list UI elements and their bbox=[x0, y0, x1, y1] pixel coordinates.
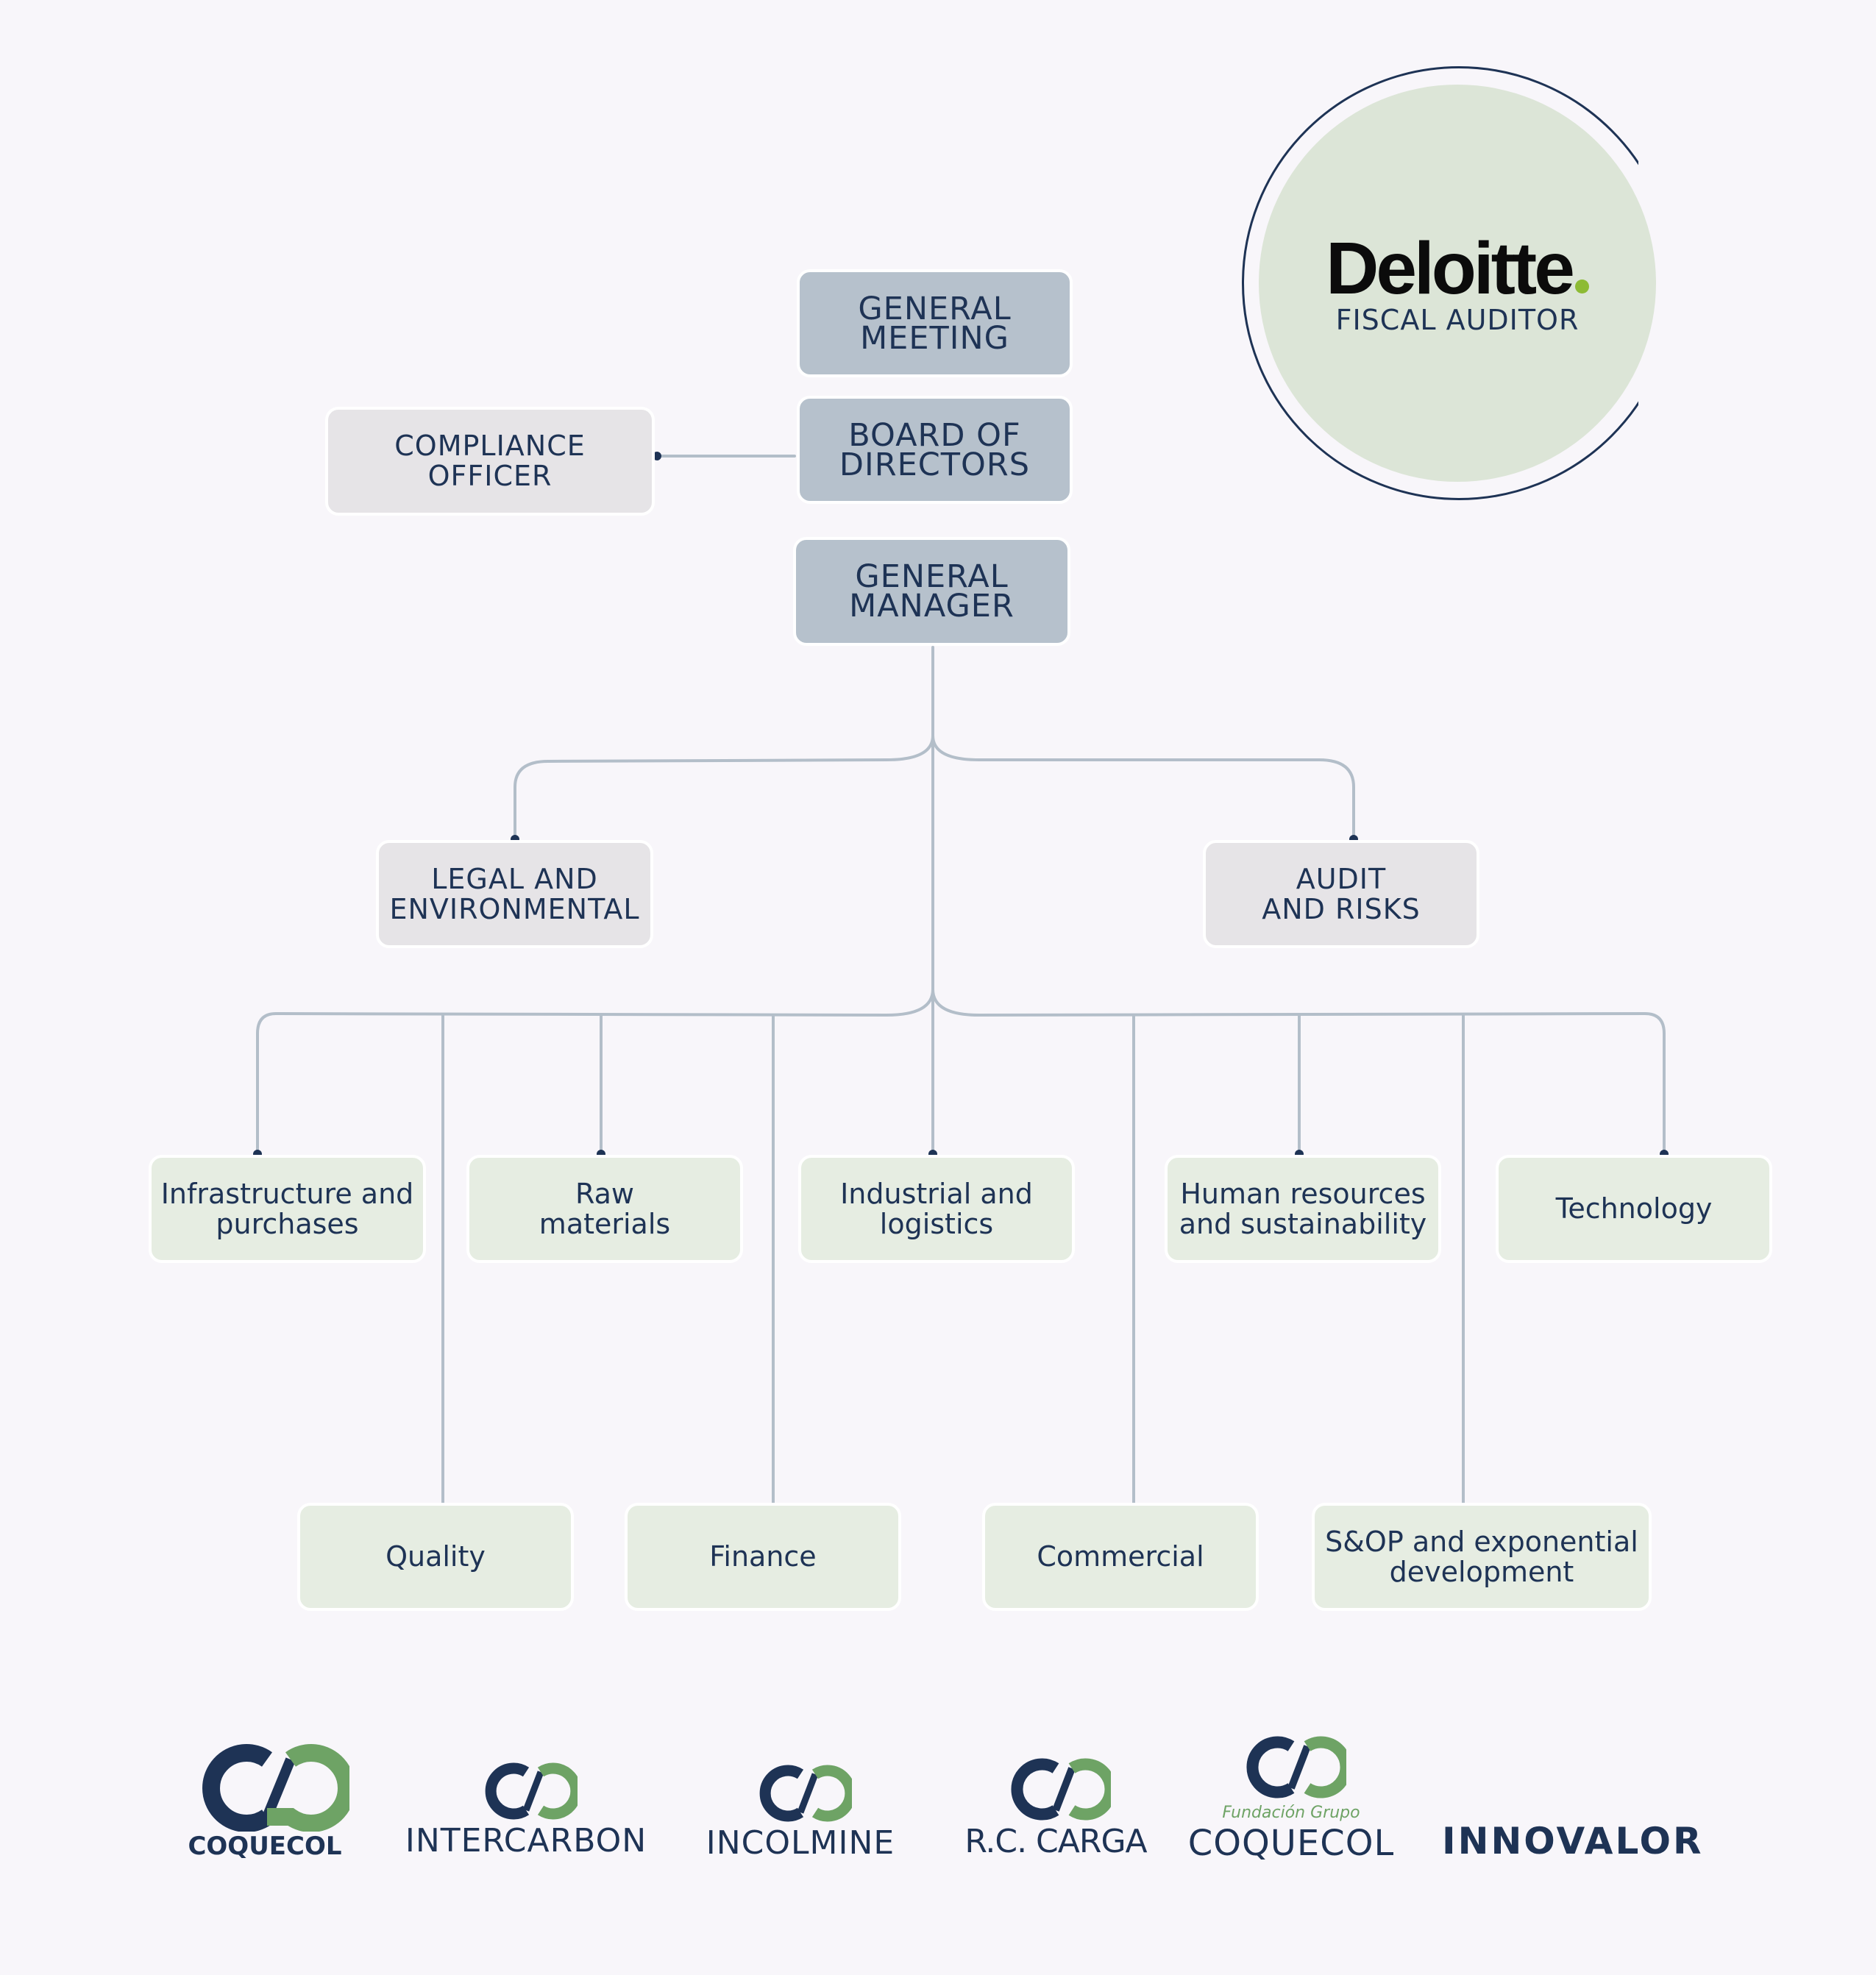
general-meeting-label: GENERAL MEETING bbox=[858, 290, 1012, 357]
intercarbon-mark-icon bbox=[485, 1762, 578, 1820]
department-label: Human resources and sustainability bbox=[1179, 1177, 1427, 1240]
department-finance-box: Finance bbox=[625, 1503, 901, 1611]
department-label: Raw materials bbox=[539, 1177, 671, 1240]
connector-legal bbox=[514, 734, 934, 840]
department-infrastructure-box: Infrastructure and purchases bbox=[149, 1155, 426, 1263]
connector-bus-left bbox=[256, 988, 934, 1155]
department-quality-box: Quality bbox=[297, 1503, 574, 1611]
legal-environmental-box: LEGAL AND ENVIRONMENTAL bbox=[376, 840, 653, 948]
general-manager-label: GENERAL MANAGER bbox=[849, 558, 1015, 624]
audit-risks-box: AUDIT AND RISKS bbox=[1203, 840, 1479, 948]
rc-carga-mark-icon bbox=[1011, 1758, 1111, 1821]
deloitte-logo: Deloitte bbox=[1259, 228, 1656, 309]
logo-intercarbon: INTERCARBON bbox=[401, 1762, 651, 1868]
connector-audit bbox=[931, 734, 1355, 840]
connector-bus-right bbox=[931, 988, 1666, 1155]
department-label: Finance bbox=[709, 1540, 817, 1573]
logo-coquecol: COQUECOL bbox=[180, 1743, 349, 1865]
fundacion-coquecol-mark-icon bbox=[1246, 1736, 1346, 1798]
logo-name: INNOVALOR bbox=[1442, 1820, 1704, 1862]
coquecol-mark-icon bbox=[202, 1744, 349, 1832]
logo-innovalor: INNOVALOR bbox=[1442, 1817, 1704, 1868]
department-commercial-box: Commercial bbox=[982, 1503, 1259, 1611]
connector-dot bbox=[653, 452, 661, 460]
department-label: Industrial and logistics bbox=[840, 1177, 1033, 1240]
fiscal-auditor-label: FISCAL AUDITOR bbox=[1335, 304, 1580, 336]
logo-name: INTERCARBON bbox=[405, 1822, 647, 1860]
incolmine-mark-icon bbox=[759, 1765, 852, 1822]
department-sop-box: S&OP and exponential development bbox=[1312, 1503, 1652, 1611]
department-human-resources-box: Human resources and sustainability bbox=[1165, 1155, 1441, 1263]
logo-incolmine: INCOLMINE bbox=[697, 1764, 903, 1871]
logo-name: R.C. CARGA bbox=[964, 1823, 1147, 1860]
department-label: Technology bbox=[1555, 1192, 1713, 1225]
general-manager-box: GENERAL MANAGER bbox=[793, 537, 1070, 646]
legal-environmental-label: LEGAL AND ENVIRONMENTAL bbox=[389, 862, 640, 925]
department-technology-box: Technology bbox=[1496, 1155, 1772, 1263]
department-industrial-logistics-box: Industrial and logistics bbox=[798, 1155, 1075, 1263]
deloitte-dot bbox=[1574, 280, 1589, 293]
logo-rc-carga: R.C. CARGA bbox=[956, 1758, 1155, 1868]
board-of-directors-label: BOARD OF DIRECTORS bbox=[839, 416, 1031, 483]
logo-name: COQUECOL bbox=[188, 1832, 342, 1861]
department-raw-materials-box: Raw materials bbox=[466, 1155, 743, 1263]
logo-subtitle: Fundación Grupo bbox=[1222, 1804, 1360, 1822]
department-label: S&OP and exponential development bbox=[1325, 1525, 1638, 1588]
department-label: Commercial bbox=[1037, 1540, 1204, 1573]
logo-name: INCOLMINE bbox=[706, 1824, 895, 1862]
logo-fundacion-coquecol: Fundación Grupo COQUECOL bbox=[1181, 1736, 1401, 1868]
board-of-directors-box: BOARD OF DIRECTORS bbox=[797, 396, 1073, 504]
audit-risks-label: AUDIT AND RISKS bbox=[1262, 862, 1421, 925]
compliance-officer-label: COMPLIANCE OFFICER bbox=[394, 430, 586, 492]
logo-name: COQUECOL bbox=[1187, 1823, 1395, 1864]
department-label: Quality bbox=[385, 1540, 486, 1573]
compliance-officer-box: COMPLIANCE OFFICER bbox=[325, 407, 655, 516]
fiscal-auditor-badge bbox=[1259, 85, 1656, 482]
deloitte-wordmark-text: Deloitte bbox=[1326, 227, 1575, 310]
general-meeting-box: GENERAL MEETING bbox=[797, 269, 1073, 377]
department-label: Infrastructure and purchases bbox=[160, 1177, 414, 1240]
